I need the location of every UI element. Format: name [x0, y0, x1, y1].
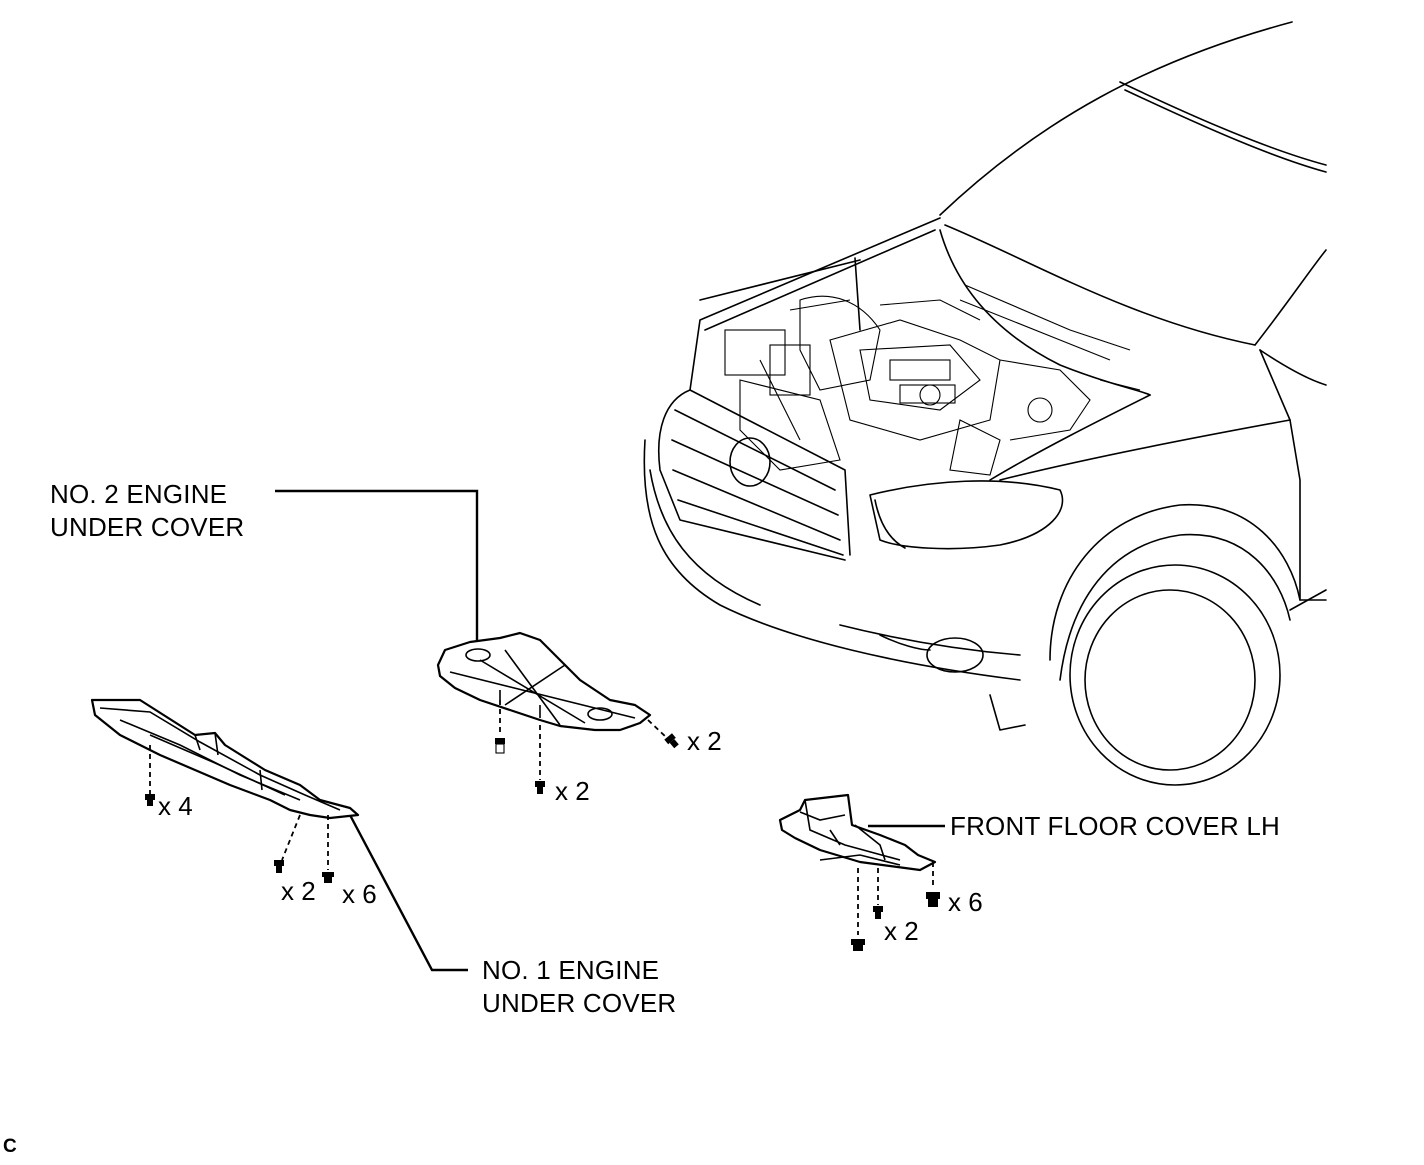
no2-engine-under-cover-part [436, 631, 652, 732]
bolt-icon [274, 860, 284, 873]
qty-no1-mid: x 2 [281, 876, 316, 906]
bolt-icon [664, 733, 679, 749]
bolt-icon [873, 906, 883, 919]
front-floor-cover-label: FRONT FLOOR COVER LH [950, 811, 1281, 841]
no2-engine-under-cover-label: NO. 2 ENGINE UNDER COVER [50, 478, 244, 544]
qty-no1-right: x 6 [342, 879, 377, 909]
no1-fasteners [145, 745, 334, 883]
no1-label-line2: UNDER COVER [482, 988, 677, 1018]
clip-icon [322, 872, 334, 883]
qty-no2-bottom: x 2 [555, 776, 590, 806]
clip-icon [851, 939, 865, 951]
bolt-icon [535, 781, 545, 794]
qty-no2-right: x 2 [687, 726, 722, 756]
no2-label-line2: UNDER COVER [50, 512, 245, 542]
qty-floor-right: x 6 [948, 887, 983, 917]
clip-icon [495, 738, 505, 754]
figure-code: C [3, 1136, 17, 1157]
no2-label-line1: NO. 2 ENGINE [50, 479, 228, 509]
floor-fasteners [851, 862, 940, 951]
vehicle-front-illustration [643, 21, 1327, 786]
clip-icon [926, 892, 940, 907]
no1-engine-under-cover-part [90, 698, 360, 820]
leader-lines [275, 489, 945, 972]
bolt-icon [145, 794, 155, 806]
no1-label-line1: NO. 1 ENGINE [482, 955, 660, 985]
no2-fasteners [495, 700, 679, 794]
qty-floor-bottom: x 2 [884, 916, 919, 946]
front-floor-cover-part [778, 793, 937, 872]
no1-engine-under-cover-label: NO. 1 ENGINE UNDER COVER [482, 954, 676, 1020]
qty-no1-left: x 4 [158, 791, 193, 821]
